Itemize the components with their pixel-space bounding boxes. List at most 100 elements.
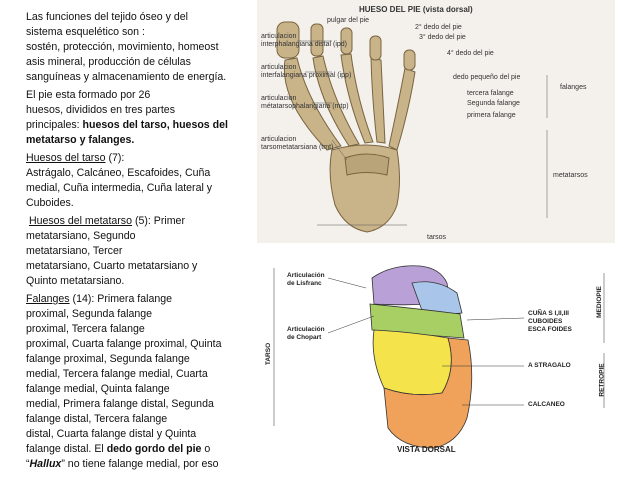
falanges-line: “Hallux” no tiene falange medial, por es… [26,457,244,472]
pie-bold: metatarso y falanges. [26,134,135,146]
foot-bones-drawing [276,21,548,233]
label-primera: primera falange [467,112,516,119]
label-astragalo: A STRAGALO [528,362,571,369]
intro-line: Las funciones del tejido óseo y del [26,11,188,23]
metatarsal-3 [340,53,374,144]
falanges-line: distal, Cuarta falange distal y Quinta [26,428,197,440]
toe-3-phalanges [340,27,353,55]
label-retropie: RETROPIE [598,363,606,397]
metatarso-line: Quinto metatarsiano. [26,275,125,287]
pie-line: El pie esta formado por 26 [26,89,151,101]
pie-line: metatarso y falanges. [26,133,244,148]
intro-line: sistema esquelético son : [26,26,145,38]
foot-bones-figure: HUESO DEL PIE (vista dorsal) pulgar del … [257,0,615,243]
label-ipd-1: articulacion [261,33,297,40]
falanges-line: proximal, Tercera falange [26,323,145,335]
falanges-line: medial, Primera falange distal, Segunda [26,398,214,410]
falanges-heading-line: Falanges (14): Primera falange [26,292,244,307]
chopart-line [327,315,375,334]
label-dedo4: 4° dedo del pie [447,50,494,57]
label-dedo2: 2° dedo del pie [415,24,462,31]
toe-5-phalanges [403,49,416,71]
label-vista-dorsal: VISTA DORSAL [397,445,456,454]
label-tarso: TARSO [265,342,273,366]
orange-calcaneo [383,337,473,449]
metatarso-count: (5): Primer [132,215,185,227]
metatarso-line: metatarsiano, Cuarto metatarsiano y [26,260,198,272]
figure1-title: HUESO DEL PIE (vista dorsal) [359,5,473,14]
label-segunda: Segunda falange [467,100,520,107]
label-cunas-2: CUBOIDES [528,318,563,325]
tarso-line: Astrágalo, Calcáneo, Escafoides, Cuña [26,167,211,179]
falanges-heading: Falanges [26,293,70,305]
label-cunas-1: CUÑA S I,II,III [528,310,569,317]
tarso-heading: Huesos del tarso [26,152,106,164]
blue-region [411,281,463,317]
metatarso-line: metatarsiano, Tercer [26,245,123,257]
label-mediopie: MEDIOPIE [595,286,603,318]
label-ipp-2: interfalangiana proximal (ipp) [261,72,352,79]
pie-line: principales: huesos del tarso, huesos de… [26,118,244,133]
label-cunas-3: ESCA FOIDES [528,326,572,333]
tarso-count: (7): [105,152,125,164]
falanges-line: proximal, Segunda falange [26,308,153,320]
label-lisfranc-2: de Lisfranc [287,280,322,287]
label-pulgar: pulgar del pie [327,17,370,24]
label-ipp-1: articulacion [261,64,297,71]
navicular-bone [344,153,390,176]
metatarsal-5 [388,67,416,151]
lisfranc-line [327,277,367,289]
tarsus-regions-drawing [273,265,605,449]
text-column: Las funciones del tejido óseo y del sist… [26,10,244,472]
falanges-count: (14): Primera falange [69,293,173,305]
label-dedo3: 3° dedo del pie [419,34,466,41]
label-chopart-2: de Chopart [287,334,322,341]
falanges-line: proximal, Cuarta falange proximal, Quint… [26,338,222,350]
metatarsal-1 [283,57,342,151]
tarso-line: medial, Cuña intermedia, Cuña lateral y [26,182,213,194]
tmt-line [331,139,348,161]
label-tmt-2: tarsometatarsiana (tmt) [261,144,334,151]
falanges-text: falange distal. El [26,443,107,455]
falanges-text: ” no tiene falange medial, por eso [61,458,219,470]
label-pequeno: dedo pequeño del pie [453,74,521,81]
falanges-bold: dedo gordo del pie [106,443,202,455]
toe-4-phalanges [369,35,382,61]
falanges-text: “ [26,458,30,470]
metatarsal-2 [312,55,360,147]
falanges-line: falange distal, Tercera falange [26,413,168,425]
falanges-line: falange medial, Quinta falange [26,383,170,395]
falanges-line: medial, Tercera falange medial, Cuarta [26,368,208,380]
hallux-italic: Hallux [29,458,62,470]
label-calcaneo: CALCANEO [528,401,565,408]
pie-line: huesos, divididos en tres partes [26,104,175,116]
hallux-bold: Hallux [30,458,62,470]
yellow-astragalo [372,329,452,396]
metatarso-heading-line: Huesos del metatarso (5): Primer [26,214,244,229]
cunas-line [466,317,525,321]
metatarsal-4 [370,57,386,144]
pie-bold: huesos del tarso, huesos del [82,119,228,131]
label-chopart-1: Articulación [287,326,325,333]
falanges-line: falange proximal, Segunda falange [26,353,190,365]
tarso-line: Cuboides. [26,197,74,209]
tarso-heading-line: Huesos del tarso (7): [26,151,244,166]
falanges-line: falange distal. El dedo gordo del pie o [26,442,244,457]
label-tercera: tercera falange [467,90,514,97]
toe-2-phalanges [310,23,324,57]
pie-text: principales: [26,119,83,131]
label-falanges: falanges [560,84,587,91]
intro-line: sostén, protección, movimiento, homeost [26,41,219,53]
intro-line: asis mineral, producción de células [26,56,191,68]
intro-line: sanguíneas y almacenamiento de energía. [26,71,227,83]
label-tmt-1: articulacion [261,136,297,143]
falanges-text: o [201,443,211,455]
